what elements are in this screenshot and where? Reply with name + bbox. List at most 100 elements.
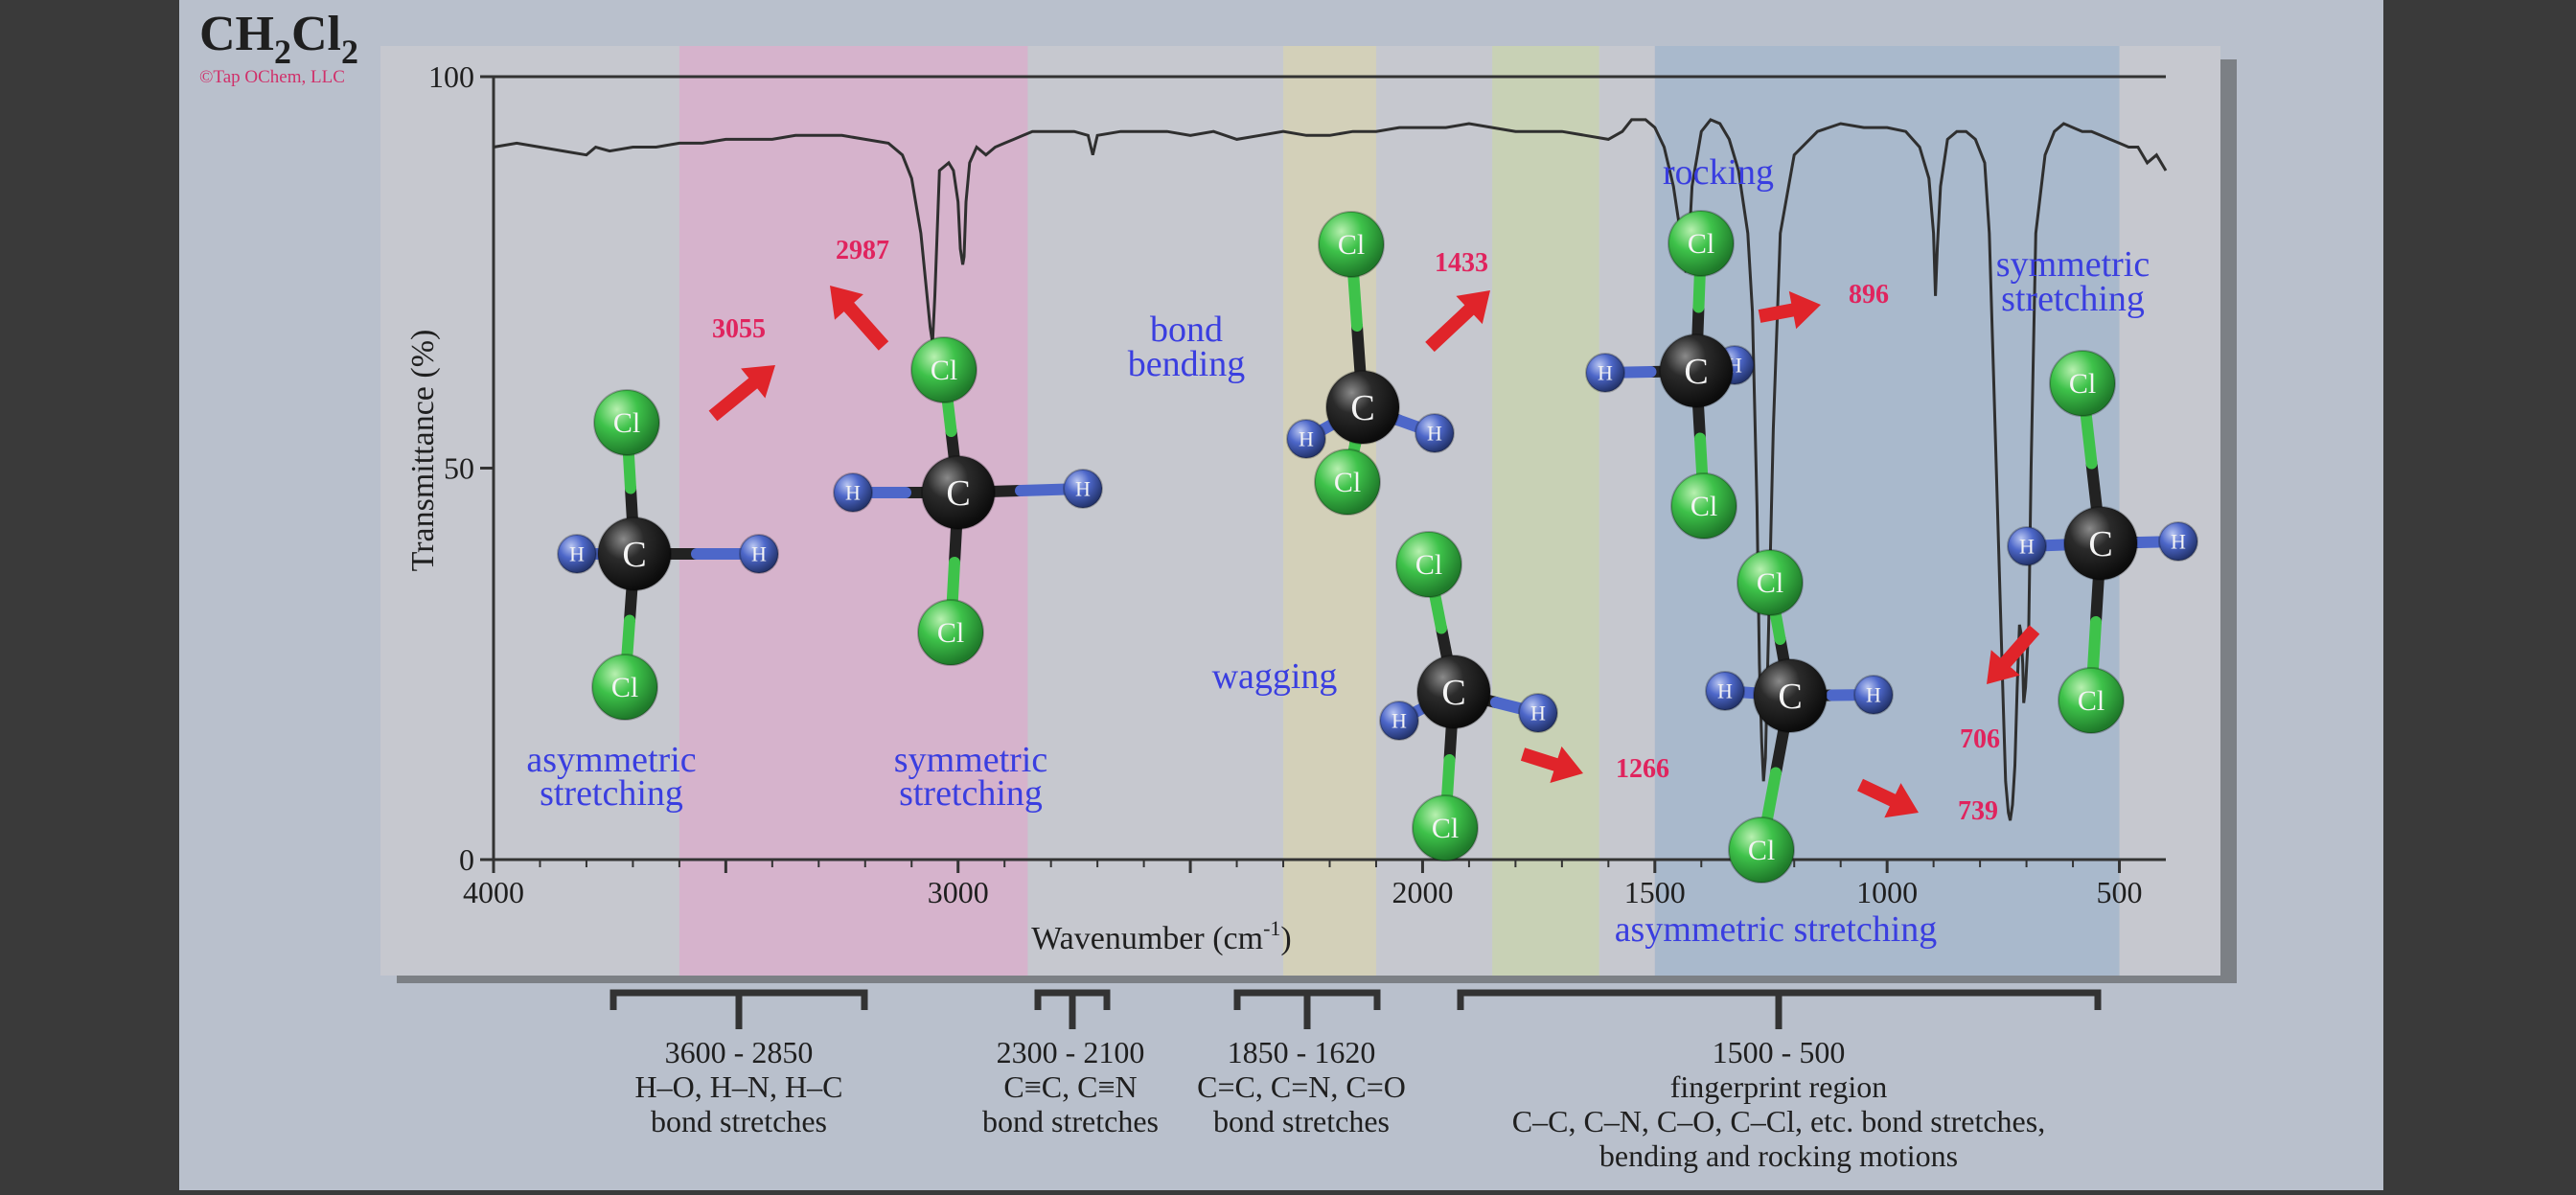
atom-label-cl: Cl	[2078, 685, 2104, 717]
motion-wagging: wagging	[1212, 656, 1338, 697]
bracket-1500-500	[1457, 989, 2102, 1029]
atom-label-h: H	[1427, 421, 1442, 445]
atom-c	[1416, 655, 1491, 729]
atom-c	[597, 517, 672, 591]
atom-h	[1585, 353, 1625, 393]
y-tick-label-50: 50	[444, 451, 474, 486]
atom-label-cl: Cl	[1432, 813, 1459, 844]
atom-cl	[1318, 211, 1385, 278]
peak-label-896: 896	[1849, 280, 1889, 310]
atom-cl	[1670, 472, 1737, 540]
formula-sub1: 2	[274, 33, 291, 71]
atom-label-h: H	[569, 541, 585, 565]
atom-label-cl: Cl	[2069, 368, 2096, 400]
peak-label-1433: 1433	[1435, 248, 1488, 278]
atom-label-cl: Cl	[1415, 549, 1442, 581]
y-tick-label-0: 0	[459, 842, 474, 877]
range-brackets	[610, 989, 2102, 1029]
atom-label-c: C	[1778, 677, 1802, 717]
bracket-3600-2850	[610, 989, 868, 1029]
atom-label-cl: Cl	[611, 672, 638, 703]
arrow-896	[1758, 290, 1821, 330]
bracket4-line4: bending and rocking motions	[1599, 1138, 1958, 1173]
x-tick-label-500: 500	[2097, 875, 2143, 909]
motion-labels: asymmetric stretching symmetric stretchi…	[526, 152, 2150, 950]
x-tick-label-1500: 1500	[1624, 875, 1686, 909]
motion-bending-b: bending	[1128, 344, 1245, 384]
motion-sym2-a: symmetric	[1996, 244, 2150, 285]
atom-cl	[917, 599, 984, 666]
bracket1-range: 3600 - 2850	[665, 1035, 814, 1069]
atom-label-h: H	[1717, 678, 1733, 702]
formula-cl: Cl	[291, 7, 341, 61]
atom-c	[1659, 333, 1734, 408]
atom-c	[1753, 658, 1828, 733]
y-axis-label: Transmittance (%)	[405, 330, 441, 572]
atom-cl	[2058, 667, 2125, 734]
bracket3-range: 1850 - 1620	[1228, 1035, 1376, 1069]
bracket2-line3: bond stretches	[982, 1104, 1159, 1138]
x-axis-label-close: )	[1280, 921, 1291, 956]
atom-label-h: H	[845, 480, 861, 504]
atom-label-h: H	[1392, 708, 1407, 732]
atom-cl	[1736, 549, 1804, 616]
atom-c	[1325, 370, 1400, 445]
formula-title: CH2Cl2	[199, 7, 358, 71]
x-tick-label-2000: 2000	[1392, 875, 1453, 909]
atom-label-c: C	[1441, 673, 1465, 713]
bracket4-range: 1500 - 500	[1713, 1035, 1846, 1069]
bracket-1850-1620	[1233, 989, 1381, 1029]
arrow-1433	[1425, 290, 1490, 353]
motion-asym2: asymmetric stretching	[1615, 909, 1938, 950]
atom-label-h: H	[1075, 476, 1091, 500]
x-axis-label-sup: -1	[1263, 916, 1280, 940]
motion-sym2-b: stretching	[2001, 279, 2145, 319]
atom-c	[2063, 506, 2138, 581]
bracket2-line2: C≡C, C≡N	[1003, 1069, 1137, 1104]
atom-label-h: H	[1598, 360, 1613, 384]
spectrum-line	[493, 118, 2168, 821]
atom-label-c: C	[1684, 352, 1708, 392]
bracket-text: 3600 - 2850 H–O, H–N, H–C bond stretches…	[635, 1035, 2046, 1173]
bracket1-line2: H–O, H–N, H–C	[635, 1069, 843, 1104]
x-tick-label-4000: 4000	[463, 875, 524, 909]
atom-label-cl: Cl	[1338, 229, 1365, 261]
atom-h	[557, 534, 597, 574]
atom-cl	[591, 654, 658, 721]
bracket3-line3: bond stretches	[1213, 1104, 1390, 1138]
atom-label-cl: Cl	[1334, 467, 1361, 498]
atom-label-cl: Cl	[1748, 835, 1775, 866]
atom-h	[1379, 701, 1419, 741]
atom-label-cl: Cl	[1757, 567, 1783, 599]
region-band-green	[1492, 46, 1599, 976]
atom-h	[833, 472, 873, 513]
x-tick-label-1000: 1000	[1856, 875, 1918, 909]
arrow-2987	[830, 286, 889, 351]
bracket4-line2: fingerprint region	[1670, 1069, 1888, 1104]
atom-cl	[910, 336, 978, 403]
peak-label-706: 706	[1960, 724, 2000, 754]
atom-label-h: H	[751, 541, 767, 565]
atom-label-h: H	[1299, 426, 1314, 450]
atom-cl	[1395, 531, 1462, 598]
y-tick-label-100: 100	[428, 59, 474, 94]
atom-cl	[1412, 794, 1479, 862]
bracket-2300-2100	[1034, 989, 1111, 1029]
atom-label-h: H	[2019, 534, 2035, 558]
peak-label-1266: 1266	[1616, 754, 1669, 784]
atom-label-c: C	[946, 473, 970, 514]
atom-label-h: H	[2171, 529, 2186, 553]
atom-cl	[1728, 816, 1795, 884]
bracket1-line3: bond stretches	[651, 1104, 827, 1138]
atom-label-h: H	[1866, 682, 1881, 706]
peak-label-2987: 2987	[836, 236, 889, 265]
